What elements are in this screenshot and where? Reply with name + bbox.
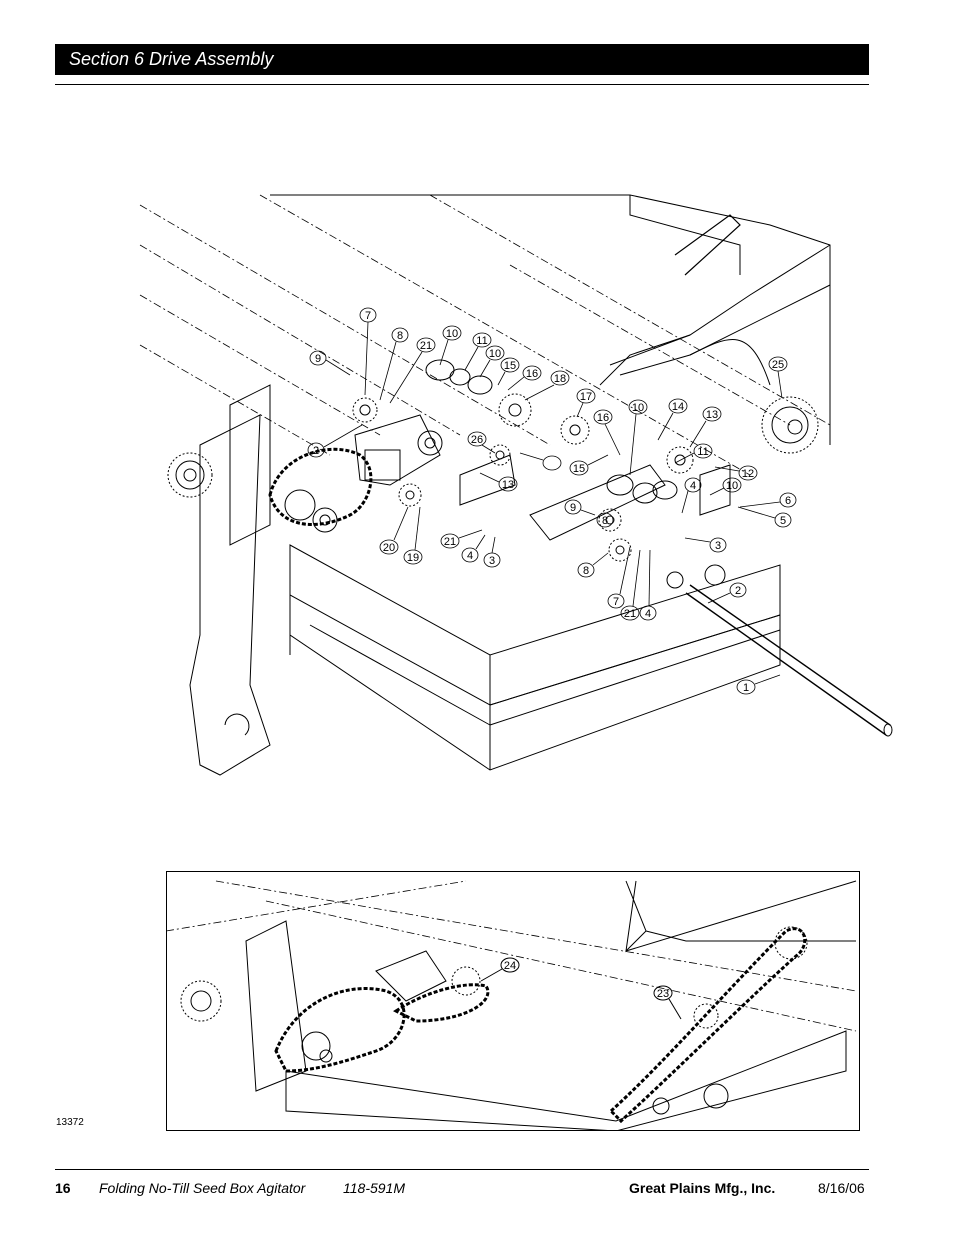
callout-15a: 15 — [497, 357, 520, 386]
section-title: Section 6 Drive Assembly — [69, 49, 274, 69]
callout-4c-label: 4 — [645, 608, 651, 620]
callout-26 — [519, 452, 562, 471]
callout-10a: 10 — [439, 325, 462, 366]
callout-10b: 10 — [479, 345, 505, 378]
callout-8: 8 — [379, 327, 409, 401]
callout-3-label: 3 — [715, 540, 721, 552]
callout-8c-label: 8 — [583, 565, 589, 577]
callout-12: 12 — [714, 465, 758, 481]
callout-17-label: 17 — [580, 391, 592, 403]
callout-10d-label: 10 — [726, 480, 738, 492]
callout-11b-label: 11 — [697, 446, 708, 458]
callout-16-label: 16 — [526, 368, 538, 380]
drive-assembly-exploded-drawing — [139, 194, 893, 776]
page-number: 16 — [55, 1180, 71, 1196]
section-header-bar: Section 6 Drive Assembly — [55, 44, 869, 75]
callout-21b: 21 — [440, 529, 483, 549]
callout-4-label: 4 — [690, 480, 696, 492]
callout-4b: 4 — [461, 534, 486, 563]
callout-3b: 3 — [483, 536, 501, 568]
company-name: Great Plains Mfg., Inc. — [629, 1180, 776, 1196]
callout-21c-label: 21 — [624, 608, 636, 620]
callout-5: 5 — [737, 506, 792, 528]
callout-18: 18 — [524, 370, 570, 401]
callout-23: 23 — [653, 985, 682, 1020]
callout-15b-label: 15 — [573, 463, 585, 475]
callout-4a: 4 — [681, 477, 702, 514]
callout-15b: 15 — [569, 454, 609, 476]
callout-16b: 16 — [593, 409, 621, 456]
callout-21c: 21 — [620, 549, 641, 621]
main-callouts: 7 8 9 21 10 11 10 15 16 18 17 25 16 10 1… — [307, 307, 797, 695]
callout-22-label: 25 — [772, 359, 784, 371]
callout-15-label: 15 — [504, 360, 516, 372]
callout-9-label: 9 — [315, 353, 321, 365]
callout-4c: 4 — [639, 549, 657, 621]
callout-7b-label: 7 — [613, 596, 619, 608]
callout-6: 6 — [739, 492, 797, 508]
callout-11b: 11 — [674, 443, 713, 464]
callout-13b-label: 13 — [502, 479, 514, 491]
figure-number: 13372 — [56, 1117, 84, 1128]
callout-12-label: 12 — [742, 468, 754, 480]
document-number: 118-591M — [343, 1180, 406, 1196]
callout-8b-label: 8 — [602, 515, 608, 527]
callout-8b: 8 — [596, 512, 614, 528]
callout-13b: 13 — [479, 472, 518, 492]
callout-13a: 13 — [689, 406, 722, 448]
callout-2b: 2 — [707, 582, 747, 604]
callout-17: 17 — [576, 388, 596, 418]
document-title: Folding No-Till Seed Box Agitator — [99, 1180, 306, 1196]
header-rule — [55, 84, 869, 85]
callout-20: 20 — [379, 506, 409, 555]
document-date: 8/16/06 — [818, 1180, 865, 1196]
callout-9b: 9 — [564, 499, 596, 516]
callout-11a: 11 — [464, 332, 492, 371]
callout-8c: 8 — [577, 552, 609, 578]
callout-14-label: 14 — [672, 401, 684, 413]
chain-routing-inset-drawing: 24 23 — [166, 880, 857, 1131]
callout-10-label: 10 — [446, 328, 458, 340]
callout-24: 24 — [480, 957, 520, 982]
callout-24-label: 24 — [504, 960, 516, 972]
callout-10d: 10 — [709, 477, 742, 496]
callout-7-label: 7 — [365, 310, 371, 322]
callout-8-label: 8 — [397, 330, 403, 342]
callout-22: 25 — [768, 356, 788, 399]
footer-rule — [55, 1169, 869, 1170]
callout-9b-label: 9 — [570, 502, 576, 514]
callout-21a: 21 — [389, 337, 436, 404]
callout-19: 19 — [403, 506, 423, 565]
callout-2-label: 2 — [313, 445, 319, 457]
callout-10c: 10 — [628, 399, 648, 476]
callout-7b: 7 — [607, 546, 631, 609]
callout-9a: 9 — [309, 350, 351, 376]
callout-21-label: 21 — [420, 340, 432, 352]
callout-14: 14 — [657, 398, 688, 441]
callout-1: 1 — [736, 674, 781, 695]
callout-7: 7 — [359, 307, 377, 396]
callout-21b-label: 21 — [444, 536, 456, 548]
callout-10c-label: 10 — [632, 402, 644, 414]
callout-13-label: 13 — [706, 409, 718, 421]
callout-2a: 2 — [307, 424, 363, 458]
callout-6-label: 6 — [785, 495, 791, 507]
callout-2b-label: 2 — [735, 585, 741, 597]
callout-4b-label: 4 — [467, 550, 473, 562]
callout-3a: 3 — [684, 537, 727, 553]
callout-25-label: 26 — [471, 434, 483, 446]
callout-11-label: 11 — [476, 335, 487, 347]
callout-5-label: 5 — [780, 515, 786, 527]
callout-10b-label: 10 — [489, 348, 501, 360]
callout-3b-label: 3 — [489, 555, 495, 567]
callout-16b-label: 16 — [597, 412, 609, 424]
callout-23-label: 23 — [657, 988, 669, 1000]
callout-18-label: 18 — [554, 373, 566, 385]
callout-25: 26 — [467, 431, 496, 454]
callout-19-label: 19 — [407, 552, 419, 564]
callout-1-label: 1 — [743, 682, 749, 694]
inset-frame — [166, 871, 860, 1131]
callout-20-label: 20 — [383, 542, 395, 554]
callout-16a: 16 — [507, 365, 542, 391]
